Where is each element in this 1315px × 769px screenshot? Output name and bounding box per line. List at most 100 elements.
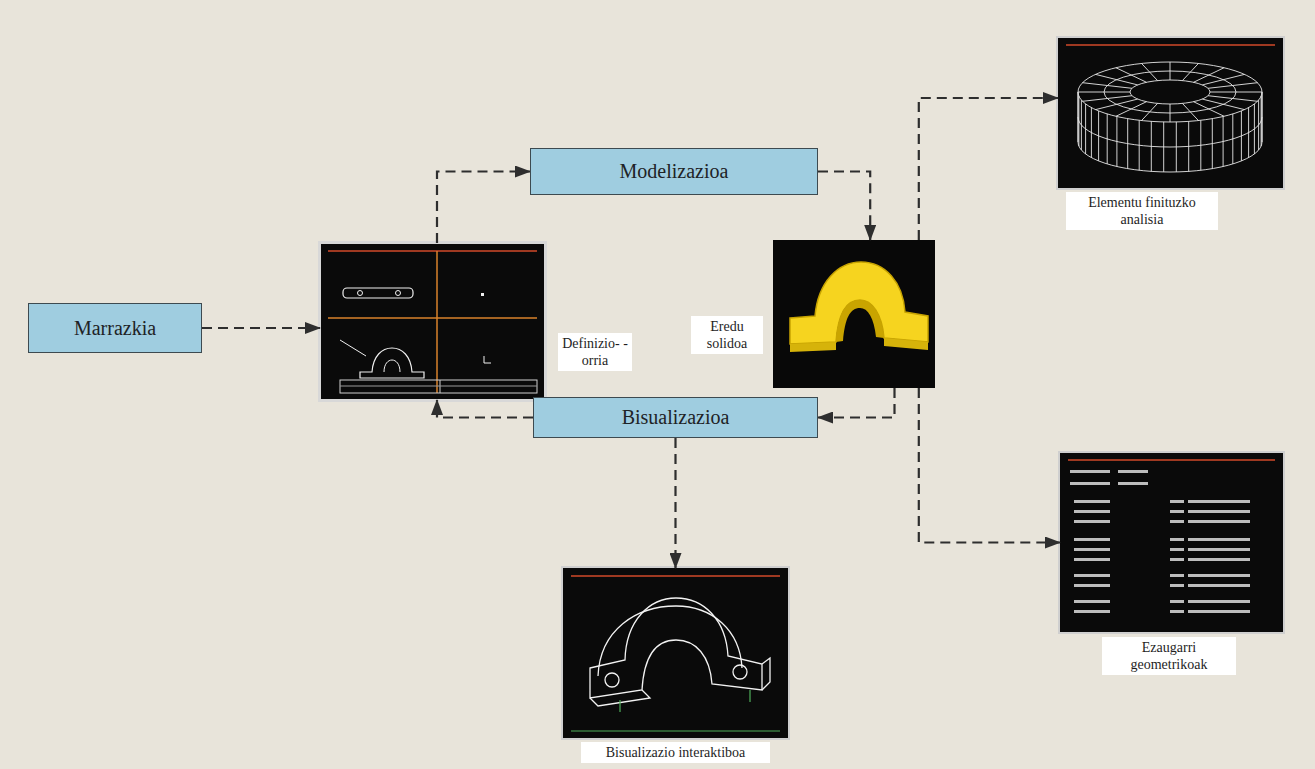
axis-mark	[484, 356, 491, 363]
mesh-line	[1262, 92, 1263, 142]
dashed-connector	[202, 327, 320, 329]
mesh-line	[1261, 96, 1262, 146]
ring-top	[1078, 62, 1262, 122]
listing-line	[1074, 584, 1110, 587]
listing-line	[1170, 610, 1184, 613]
mesh-line	[1098, 111, 1099, 161]
mesh-line	[1170, 62, 1171, 80]
mesh-line	[1116, 117, 1117, 167]
listing-line	[1188, 574, 1250, 577]
listing-line	[1118, 482, 1148, 485]
screen-frame	[561, 566, 790, 740]
title-block	[340, 380, 537, 393]
mesh-line	[1194, 102, 1225, 117]
arch-edge	[598, 606, 742, 676]
front-view-sketch	[384, 360, 400, 372]
mesh-line	[1202, 99, 1244, 110]
listing-line	[1070, 470, 1110, 473]
definition-screen	[318, 241, 547, 402]
mesh-line	[1116, 68, 1147, 83]
title-block	[340, 386, 537, 387]
screen-node: Definizio- -orria	[320, 243, 545, 400]
mesh-line	[1254, 104, 1255, 154]
listing-line	[1188, 558, 1250, 561]
screen-frame	[318, 241, 547, 402]
listing-line	[1170, 520, 1184, 523]
screen	[321, 244, 544, 399]
listing-line	[1118, 470, 1148, 473]
mesh-line	[1248, 108, 1249, 158]
point	[481, 293, 484, 296]
dashed-connector	[818, 388, 895, 418]
mesh-line	[1182, 64, 1198, 81]
mesh-line	[1151, 121, 1152, 171]
finite-element-screen	[1056, 36, 1285, 190]
arch-shade	[836, 300, 884, 342]
mesh-line	[1223, 117, 1224, 167]
interactive-screen	[561, 566, 790, 740]
process-box: Bisualizazioa	[533, 397, 818, 438]
listing-line	[1170, 600, 1184, 603]
listing-line	[1170, 548, 1184, 551]
view-divider	[436, 251, 438, 393]
listing-line	[1074, 558, 1110, 561]
mesh-line	[1127, 119, 1128, 169]
mesh-line	[1202, 74, 1244, 85]
screen-node: Elementu finituzko analisia	[1058, 38, 1283, 188]
leader	[340, 340, 366, 356]
listing-line	[1188, 548, 1250, 551]
mesh-line	[1163, 122, 1164, 172]
arch-side	[790, 338, 928, 352]
dashed-connector	[919, 388, 1060, 543]
mesh-line	[1176, 122, 1177, 172]
screen-node: Bisualizazio interaktiboa	[563, 568, 788, 738]
arch-edge	[762, 658, 770, 690]
listing-line	[1170, 538, 1184, 541]
ring-wall	[1078, 92, 1262, 172]
mesh-line	[1116, 102, 1147, 117]
mesh-line	[1188, 121, 1189, 171]
listing-line	[1074, 520, 1110, 523]
mesh-line	[1212, 119, 1213, 169]
screen	[773, 240, 935, 388]
screen	[1058, 38, 1283, 188]
screen-caption: Definizio- -orria	[558, 333, 632, 371]
screen-caption: Bisualizazio interaktiboa	[581, 742, 770, 763]
mesh-line	[1085, 104, 1086, 154]
mesh-line	[1241, 111, 1242, 161]
dashed-connector	[818, 172, 870, 241]
mesh-line	[1210, 92, 1262, 93]
dashed-connector	[674, 438, 676, 568]
mesh-line	[1142, 64, 1158, 81]
listing-line	[1074, 500, 1110, 503]
process-box: Modelizazioa	[530, 148, 818, 195]
dashed-connector	[919, 98, 1058, 240]
mesh-line	[1081, 100, 1082, 150]
property-listing	[1070, 470, 1250, 613]
wireframe-arch	[590, 598, 770, 706]
screen	[1060, 453, 1283, 632]
listing-line	[1074, 600, 1110, 603]
mesh-line	[1078, 92, 1130, 93]
listing-line	[1188, 520, 1250, 523]
screen-node: Ezaugarri geometrikoak	[1060, 453, 1283, 632]
properties-screen	[1058, 451, 1285, 634]
dashed-connector	[437, 172, 530, 244]
listing-line	[1074, 574, 1110, 577]
mesh-ring	[1078, 62, 1262, 172]
box-label: Bisualizazioa	[622, 406, 730, 429]
listing-line	[1188, 510, 1250, 513]
box-label: Marrazkia	[74, 317, 156, 340]
mesh-line	[1139, 120, 1140, 170]
frame-line	[1068, 459, 1275, 461]
top-view-sketch	[343, 288, 413, 298]
listing-line	[1070, 482, 1110, 485]
solid-arch	[790, 262, 928, 344]
frame-line	[1066, 44, 1275, 46]
arch-outline	[590, 598, 762, 698]
hole	[605, 673, 619, 687]
box-label: Modelizazioa	[620, 160, 729, 183]
screen-caption: Eredu solidoa	[691, 316, 763, 354]
listing-line	[1170, 574, 1184, 577]
